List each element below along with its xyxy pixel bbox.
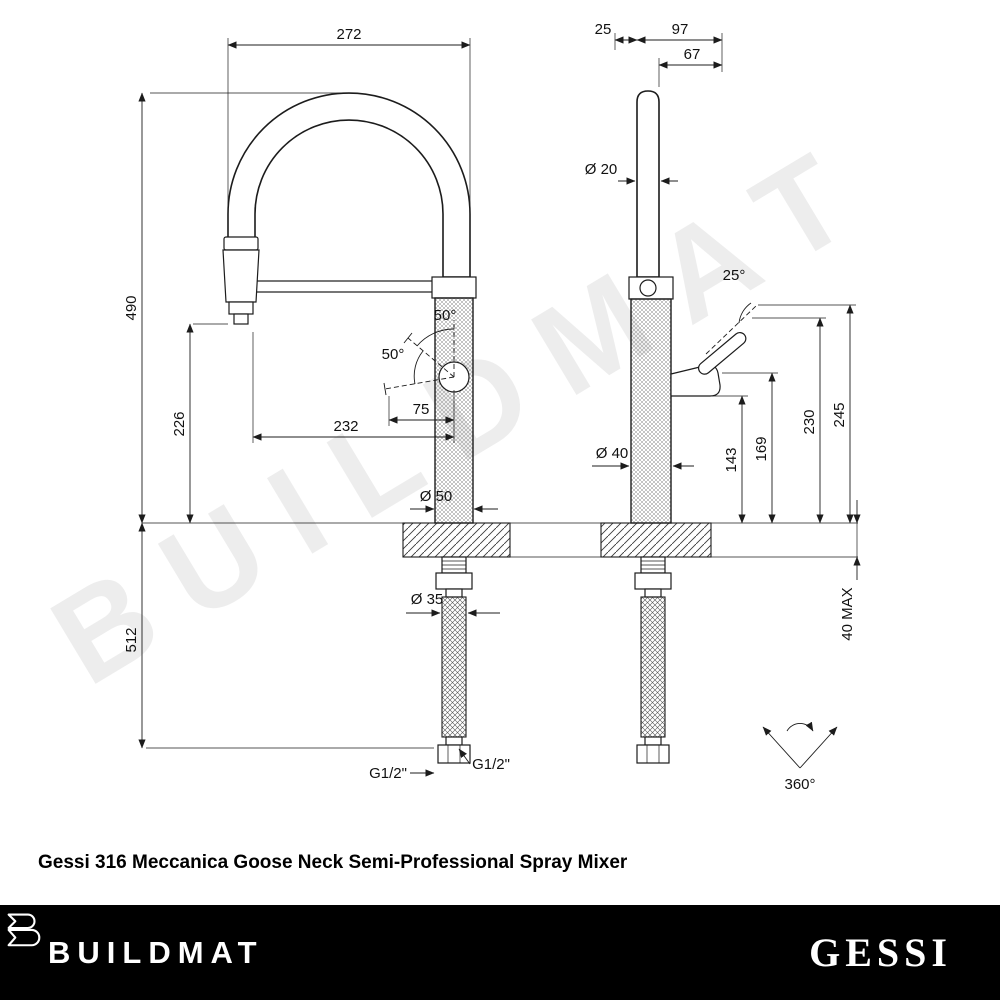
swivel-range-lines xyxy=(383,320,455,396)
gooseneck-spout xyxy=(227,92,471,278)
flex-hose-front xyxy=(441,596,467,738)
conn-right-label: G1/2" xyxy=(472,756,510,773)
arm-mount-side xyxy=(639,279,657,297)
under-deck-side xyxy=(634,556,672,764)
dim-272-label: 272 xyxy=(336,26,361,43)
deck-plate-front xyxy=(402,522,511,558)
buildmat-logo-icon xyxy=(7,913,41,947)
dim-245-label: 245 xyxy=(831,402,848,427)
dim-512-label: 512 xyxy=(123,627,140,652)
technical-drawing-area: BUILDMAT xyxy=(29,21,901,793)
product-title-bar: Gessi 316 Meccanica Goose Neck Semi-Prof… xyxy=(0,840,1000,905)
dim-490-label: 490 xyxy=(123,295,140,320)
rotation-arrows-icon xyxy=(762,721,838,769)
buildmat-wordmark: BUILDMAT xyxy=(48,934,264,970)
dim-97-label: 97 xyxy=(672,21,689,38)
buildmat-brand: BUILDMAT xyxy=(7,913,264,971)
angle-swivel-top-label: 50° xyxy=(434,307,457,324)
deck-thickness-label: 40 MAX xyxy=(839,587,856,640)
footer-bar: BUILDMAT GESSI xyxy=(0,905,1000,1000)
dia-body-side-label: Ø 40 xyxy=(596,445,629,462)
under-deck-front xyxy=(435,556,473,764)
dim-230-label: 230 xyxy=(801,409,818,434)
deck-plate-side xyxy=(600,522,712,558)
docking-arm xyxy=(254,280,444,293)
side-view: 25° 25 97 67 Ø 20 Ø 40 xyxy=(585,21,861,793)
front-view: 50° 50° 272 490 226 75 xyxy=(123,26,858,782)
dim-67-label: 67 xyxy=(684,46,701,63)
dia-hose-label: Ø 35 xyxy=(411,591,444,608)
dim-226-label: 226 xyxy=(171,411,188,436)
spout-tube-side xyxy=(636,90,660,278)
dim-143-label: 143 xyxy=(723,447,740,472)
flex-hose-side xyxy=(640,596,666,738)
product-title: Gessi 316 Meccanica Goose Neck Semi-Prof… xyxy=(38,852,628,873)
swivel-collar-front xyxy=(431,276,477,299)
angle-swivel-side-label: 50° xyxy=(382,346,405,363)
handle-lever xyxy=(697,331,747,375)
dim-232-label: 232 xyxy=(333,418,358,435)
dia-body-front-label: Ø 50 xyxy=(420,488,453,505)
knurled-body-side xyxy=(630,298,672,524)
dim-25-label: 25 xyxy=(595,21,612,38)
spray-head xyxy=(222,236,260,325)
rotation-label: 360° xyxy=(784,776,815,793)
dim-75-label: 75 xyxy=(413,401,430,418)
dia-spout-label: Ø 20 xyxy=(585,161,618,178)
dim-169-label: 169 xyxy=(753,436,770,461)
conn-left-label: G1/2" xyxy=(369,765,407,782)
angle-handle-label: 25° xyxy=(723,267,746,284)
faucet-dimension-drawing: 50° 50° 272 490 226 75 xyxy=(123,21,861,793)
gessi-logo: GESSI xyxy=(809,930,952,975)
